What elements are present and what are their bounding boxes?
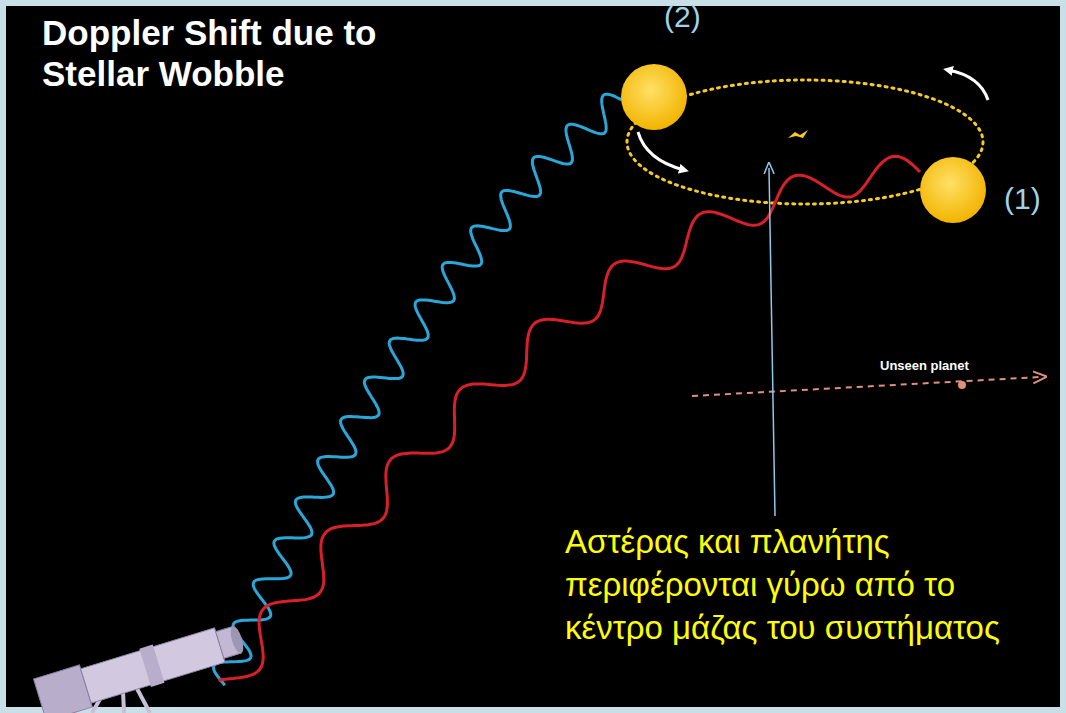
callout-number: (1)	[1004, 182, 1041, 216]
planet-dot	[958, 381, 966, 389]
planet-label: Unseen planet	[880, 358, 969, 374]
star-position-2	[621, 64, 687, 130]
center-of-mass	[788, 130, 808, 138]
motion-arrow	[638, 132, 684, 170]
motion-arrow	[948, 70, 988, 100]
callout-number: (2)	[664, 0, 701, 34]
blueshift-wave	[214, 94, 623, 685]
leader-line	[769, 168, 775, 516]
planet-orbit-arrow	[692, 377, 1040, 396]
annotation-note: Αστέρας και πλανήτης περιφέρονται γύρω α…	[565, 520, 1045, 649]
star-position-1	[920, 157, 986, 223]
diagram-title: Doppler Shift due to Stellar Wobble	[42, 12, 414, 94]
telescope	[34, 617, 249, 713]
